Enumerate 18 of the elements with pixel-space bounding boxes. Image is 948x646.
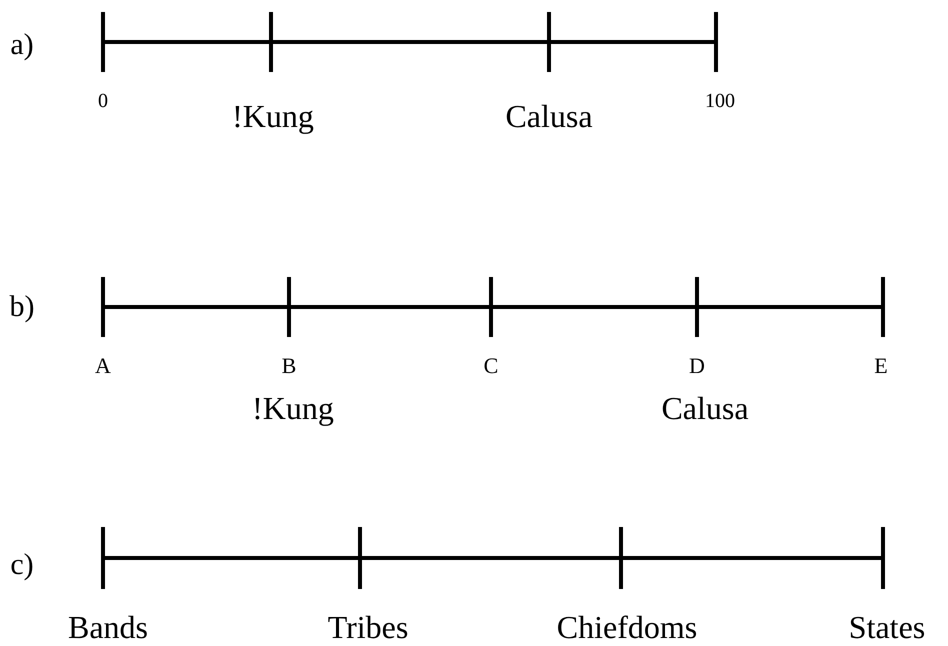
category-label: Tribes [328,611,408,643]
panel-label: a) [10,30,34,60]
category-label: States [848,611,926,643]
tick-label: E [874,355,888,377]
tick-label: A [95,355,111,377]
scale-label: !Kung [232,100,314,132]
category-label: Chiefdoms [556,611,698,643]
scale-label: Calusa [505,100,593,132]
tick-label: B [282,355,296,377]
scale-label: Calusa [661,392,749,424]
category-label: Bands [68,611,148,643]
tick-label: D [689,355,705,377]
tick-label: 0 [98,91,108,111]
panel-label: b) [10,292,34,322]
scale-label: !Kung [252,392,334,424]
tick-label: 100 [705,91,735,111]
panel-label: c) [10,550,34,580]
tick-label: C [484,355,498,377]
